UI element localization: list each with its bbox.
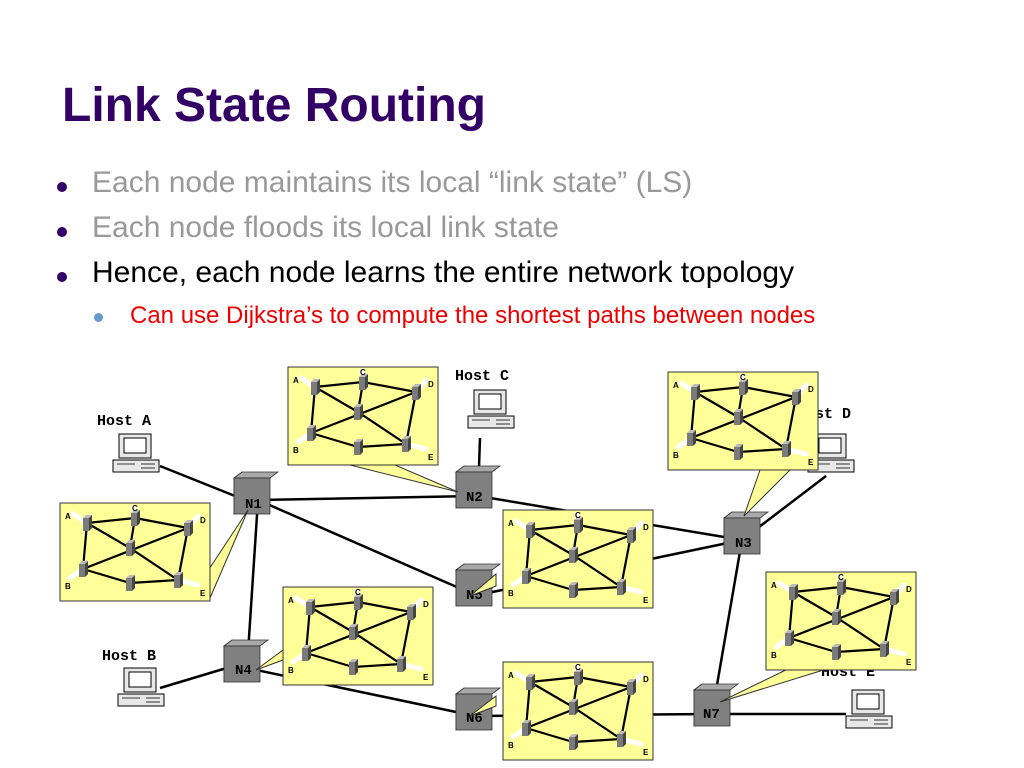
- router-n7: N7: [693, 683, 739, 727]
- host-e: Host E: [821, 664, 893, 729]
- host-label: Host B: [102, 648, 156, 665]
- host-label: Host C: [455, 368, 509, 385]
- computer-icon: [467, 389, 515, 429]
- router-n3: N3: [723, 511, 769, 555]
- link-state-graph-icon: [766, 572, 916, 670]
- link-state-graph-icon: [283, 587, 433, 685]
- bullet-dot: [57, 227, 67, 237]
- sub-bullet-dot: [94, 313, 103, 322]
- host-label: Host A: [97, 413, 151, 430]
- svg-text:N4: N4: [235, 663, 252, 679]
- computer-icon: [117, 667, 165, 707]
- bullet-item: Each node floods its local link state: [92, 211, 559, 244]
- link-state-graph-icon: [60, 503, 210, 601]
- sub-bullet-item: Can use Dijkstra’s to compute the shorte…: [130, 302, 816, 329]
- bullet-dot: [57, 272, 67, 282]
- router-n4: N4: [223, 639, 269, 683]
- host-b: Host B: [102, 648, 165, 707]
- svg-text:N2: N2: [466, 490, 483, 506]
- bullet-item: Each node maintains its local “link stat…: [92, 166, 693, 199]
- svg-text:N7: N7: [703, 707, 720, 723]
- computer-icon: [845, 689, 893, 729]
- link-state-graph-icon: [503, 510, 653, 608]
- svg-text:N3: N3: [735, 536, 752, 552]
- svg-text:N6: N6: [466, 711, 483, 727]
- host-a: Host A: [97, 413, 160, 473]
- link-state-graph-icon: [503, 662, 653, 760]
- svg-text:N1: N1: [245, 497, 262, 513]
- page-title: Link State Routing: [62, 79, 486, 132]
- router-n2: N2: [455, 465, 501, 509]
- bullet-item: Hence, each node learns the entire netwo…: [92, 256, 795, 289]
- host-c: Host C: [455, 368, 515, 429]
- link-state-graph-icon: [668, 372, 818, 470]
- router-n6: N6: [455, 687, 501, 731]
- link-state-graph-icon: [288, 367, 438, 465]
- computer-icon: [112, 433, 160, 473]
- bullet-dot: [57, 182, 67, 192]
- router-n1: N1: [233, 471, 279, 515]
